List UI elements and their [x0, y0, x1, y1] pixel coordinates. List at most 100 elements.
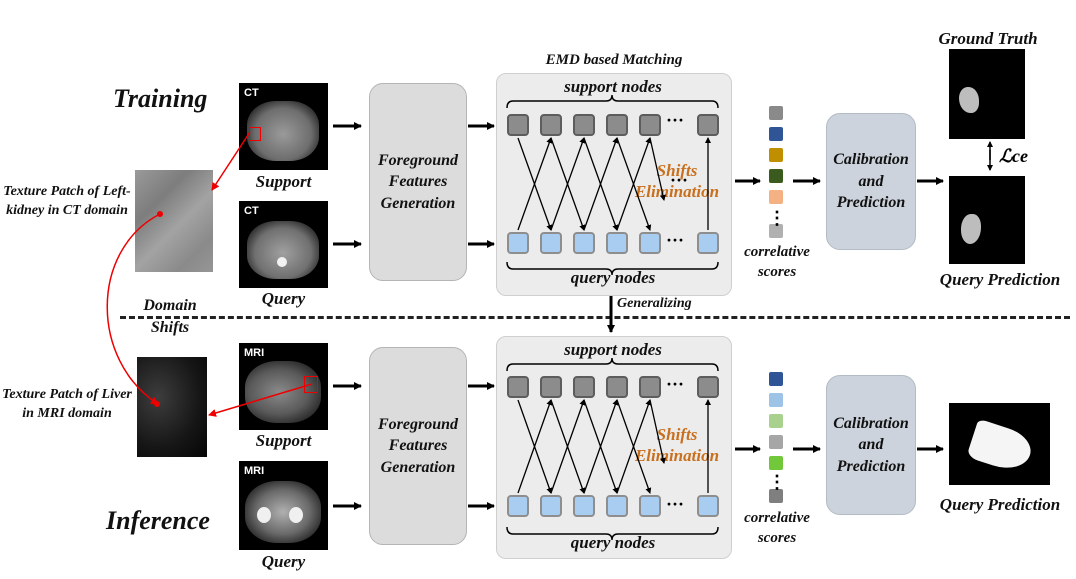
support-node: [507, 376, 529, 398]
train-query-ellipsis: ···: [666, 230, 685, 250]
train-support-label: Support: [255, 172, 312, 191]
score-square: [769, 435, 783, 449]
train-calibration-box: Calibration and Prediction: [826, 113, 916, 250]
mri-patch-label: Texture Patch of Liver in MRI domain: [2, 387, 132, 421]
matching-line: [649, 399, 666, 464]
train-foreground-box: Foreground Features Generation: [369, 83, 467, 281]
matching-line: [649, 137, 666, 201]
support-node: [573, 114, 595, 136]
score-square: [769, 372, 783, 386]
matching-line: [550, 399, 586, 494]
support-node: [507, 114, 529, 136]
node-braces: [506, 94, 719, 541]
support-node: [639, 376, 661, 398]
ground-truth-label: Ground Truth: [938, 29, 1038, 48]
mri-texture-patch: [137, 357, 207, 457]
score-square: [769, 393, 783, 407]
score-square: [769, 127, 783, 141]
train-shifts-elimination: Shifts Elimination: [634, 161, 720, 202]
train-score-vdots: ⋮: [768, 208, 786, 228]
domain-shifts-label: Domain Shifts: [143, 297, 197, 336]
ct-patch-label: Texture Patch of Left-kidney in CT domai…: [3, 184, 131, 218]
query-node: [606, 232, 628, 254]
score-square: [769, 148, 783, 162]
train-support-nodes-label: support nodes: [564, 77, 662, 96]
score-square: [769, 169, 783, 183]
ground-truth-image: [949, 49, 1025, 139]
mri-patch-dot: [154, 401, 160, 407]
inference-stage-label: Inference: [106, 506, 210, 535]
infer-support-image: MRI: [239, 343, 328, 430]
infer-support-nodes-label: support nodes: [564, 340, 662, 359]
matching-line: [616, 137, 652, 231]
train-support-ellipsis: ···: [666, 110, 685, 130]
training-stage-label: Training: [113, 84, 208, 113]
train-query-prediction-label: Query Prediction: [939, 270, 1061, 289]
infer-query-ellipsis: ···: [666, 494, 685, 514]
matching-line: [583, 399, 619, 494]
query-node: [507, 232, 529, 254]
infer-support-ellipsis: ···: [666, 374, 685, 394]
score-square: [769, 224, 783, 238]
query-node: [573, 495, 595, 517]
score-square: [769, 489, 783, 503]
matching-line: [616, 399, 652, 494]
infer-flow-arrows: [333, 382, 944, 510]
train-middle-ellipsis: ···: [670, 170, 689, 190]
infer-correlative-scores-label: correlative scores: [744, 510, 810, 546]
query-node: [697, 232, 719, 254]
query-node: [507, 495, 529, 517]
support-node: [606, 376, 628, 398]
score-square: [769, 414, 783, 428]
query-node: [697, 495, 719, 517]
support-node: [639, 114, 661, 136]
support-node: [540, 114, 562, 136]
matching-lines: [517, 137, 711, 494]
ct-patch-dot: [157, 211, 163, 217]
train-query-label: Query: [261, 289, 306, 308]
query-node: [639, 232, 661, 254]
matching-line: [583, 137, 619, 231]
emd-title: EMD based Matching: [545, 52, 683, 68]
matching-line: [517, 137, 553, 231]
infer-shifts-elimination: Shifts Elimination: [634, 425, 720, 466]
train-support-image: CT: [239, 83, 328, 170]
ct-tag: CT: [244, 87, 259, 99]
infer-query-nodes-label: query nodes: [570, 533, 656, 552]
infer-calibration-box: Calibration and Prediction: [826, 375, 916, 515]
query-node: [573, 232, 595, 254]
score-square: [769, 190, 783, 204]
patch-link-lines: [106, 131, 313, 417]
ct-tag: CT: [244, 205, 259, 217]
infer-prediction-image: [949, 403, 1050, 485]
stage-divider: [120, 316, 1070, 319]
infer-query-image: MRI: [239, 461, 328, 550]
score-square: [769, 456, 783, 470]
infer-support-label: Support: [255, 431, 312, 450]
matching-line: [550, 137, 586, 231]
infer-foreground-box: Foreground Features Generation: [369, 347, 467, 545]
train-flow-arrows: [333, 122, 944, 248]
query-node: [540, 495, 562, 517]
query-node: [540, 232, 562, 254]
loss-label: ℒce: [999, 146, 1028, 166]
support-node: [697, 114, 719, 136]
support-node: [606, 114, 628, 136]
infer-query-label: Query: [261, 552, 306, 571]
infer-score-vdots: ⋮: [768, 472, 786, 492]
train-correlative-scores-label: correlative scores: [744, 244, 810, 280]
matching-line: [517, 399, 553, 494]
infer-query-prediction-label: Query Prediction: [939, 495, 1061, 514]
train-prediction-image: [949, 176, 1025, 264]
support-node: [697, 376, 719, 398]
train-query-nodes-label: query nodes: [570, 268, 656, 287]
train-query-image: CT: [239, 201, 328, 288]
mri-tag: MRI: [244, 465, 265, 477]
support-node: [573, 376, 595, 398]
support-node: [540, 376, 562, 398]
query-node: [639, 495, 661, 517]
generalizing-label: Generalizing: [617, 296, 692, 311]
query-node: [606, 495, 628, 517]
mri-tag: MRI: [244, 347, 265, 359]
